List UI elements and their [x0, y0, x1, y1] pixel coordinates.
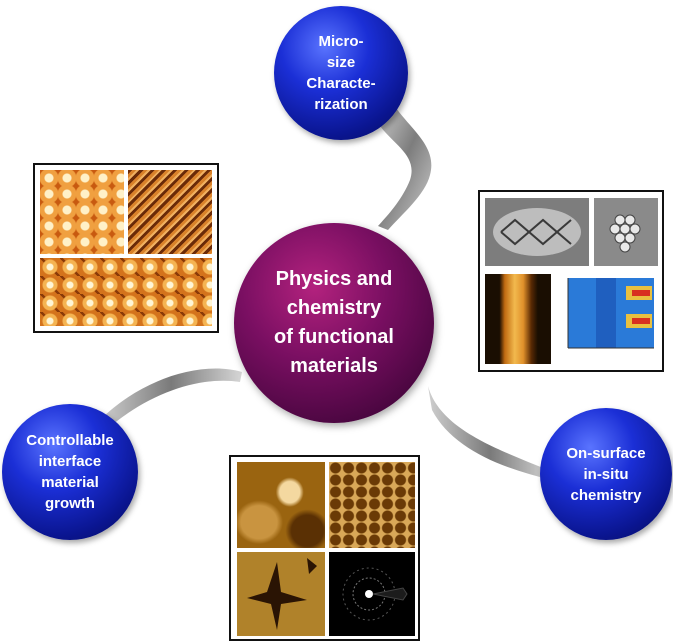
- spectra-map: [556, 274, 658, 364]
- onsurface-line-3: chemistry: [570, 486, 642, 504]
- center-topic-text: Physics and chemistry of functional mate…: [274, 265, 394, 381]
- afm-image-islands-2: [329, 462, 415, 548]
- topic-onsurface-text: On-surface in-situ chemistry: [566, 443, 645, 506]
- image-panel-self-assembly: [33, 163, 219, 333]
- micro-line-4: rization: [314, 96, 368, 113]
- afm-image-islands-1: [237, 462, 325, 548]
- stm-image-honeycomb: [40, 170, 124, 254]
- micro-line-3: Characte-: [306, 75, 376, 92]
- center-topic-ball: Physics and chemistry of functional mate…: [234, 223, 434, 423]
- onsurface-line-1: On-surface: [566, 444, 646, 462]
- stm-image-nanoribbon: [485, 274, 551, 364]
- ribbon-left: [100, 368, 242, 430]
- stm-image-network: [40, 258, 212, 326]
- afm-image-molecule-1: [485, 198, 589, 266]
- topic-micro-text: Micro- size Characte- rization: [306, 31, 375, 115]
- ribbon-top: [372, 102, 432, 230]
- topic-interface-growth: Controllable interface material growth: [2, 404, 138, 540]
- ribbon-right: [428, 386, 552, 480]
- diffraction-pattern: [329, 552, 415, 636]
- afm-image-molecule-2: [594, 198, 658, 266]
- center-line-3: of functional: [274, 326, 394, 348]
- afm-image-flakes: [237, 552, 325, 636]
- center-line-2: chemistry: [286, 297, 382, 319]
- topic-on-surface-chemistry: On-surface in-situ chemistry: [540, 408, 672, 540]
- center-line-1: Physics and: [275, 268, 393, 290]
- growth-line-2: interface: [38, 453, 102, 470]
- micro-line-1: Micro-: [318, 33, 364, 50]
- growth-line-1: Controllable: [26, 432, 114, 449]
- growth-line-4: growth: [44, 495, 95, 512]
- center-line-4: materials: [290, 355, 378, 377]
- growth-line-3: material: [41, 474, 99, 491]
- image-panel-molecular-imaging: [478, 190, 664, 372]
- stm-image-stripes: [128, 170, 212, 254]
- micro-line-2: size: [326, 54, 356, 71]
- topic-micro-characterization: Micro- size Characte- rization: [274, 6, 408, 140]
- topic-growth-text: Controllable interface material growth: [26, 430, 114, 514]
- image-panel-material-growth: [229, 455, 420, 641]
- onsurface-line-2: in-situ: [583, 465, 629, 483]
